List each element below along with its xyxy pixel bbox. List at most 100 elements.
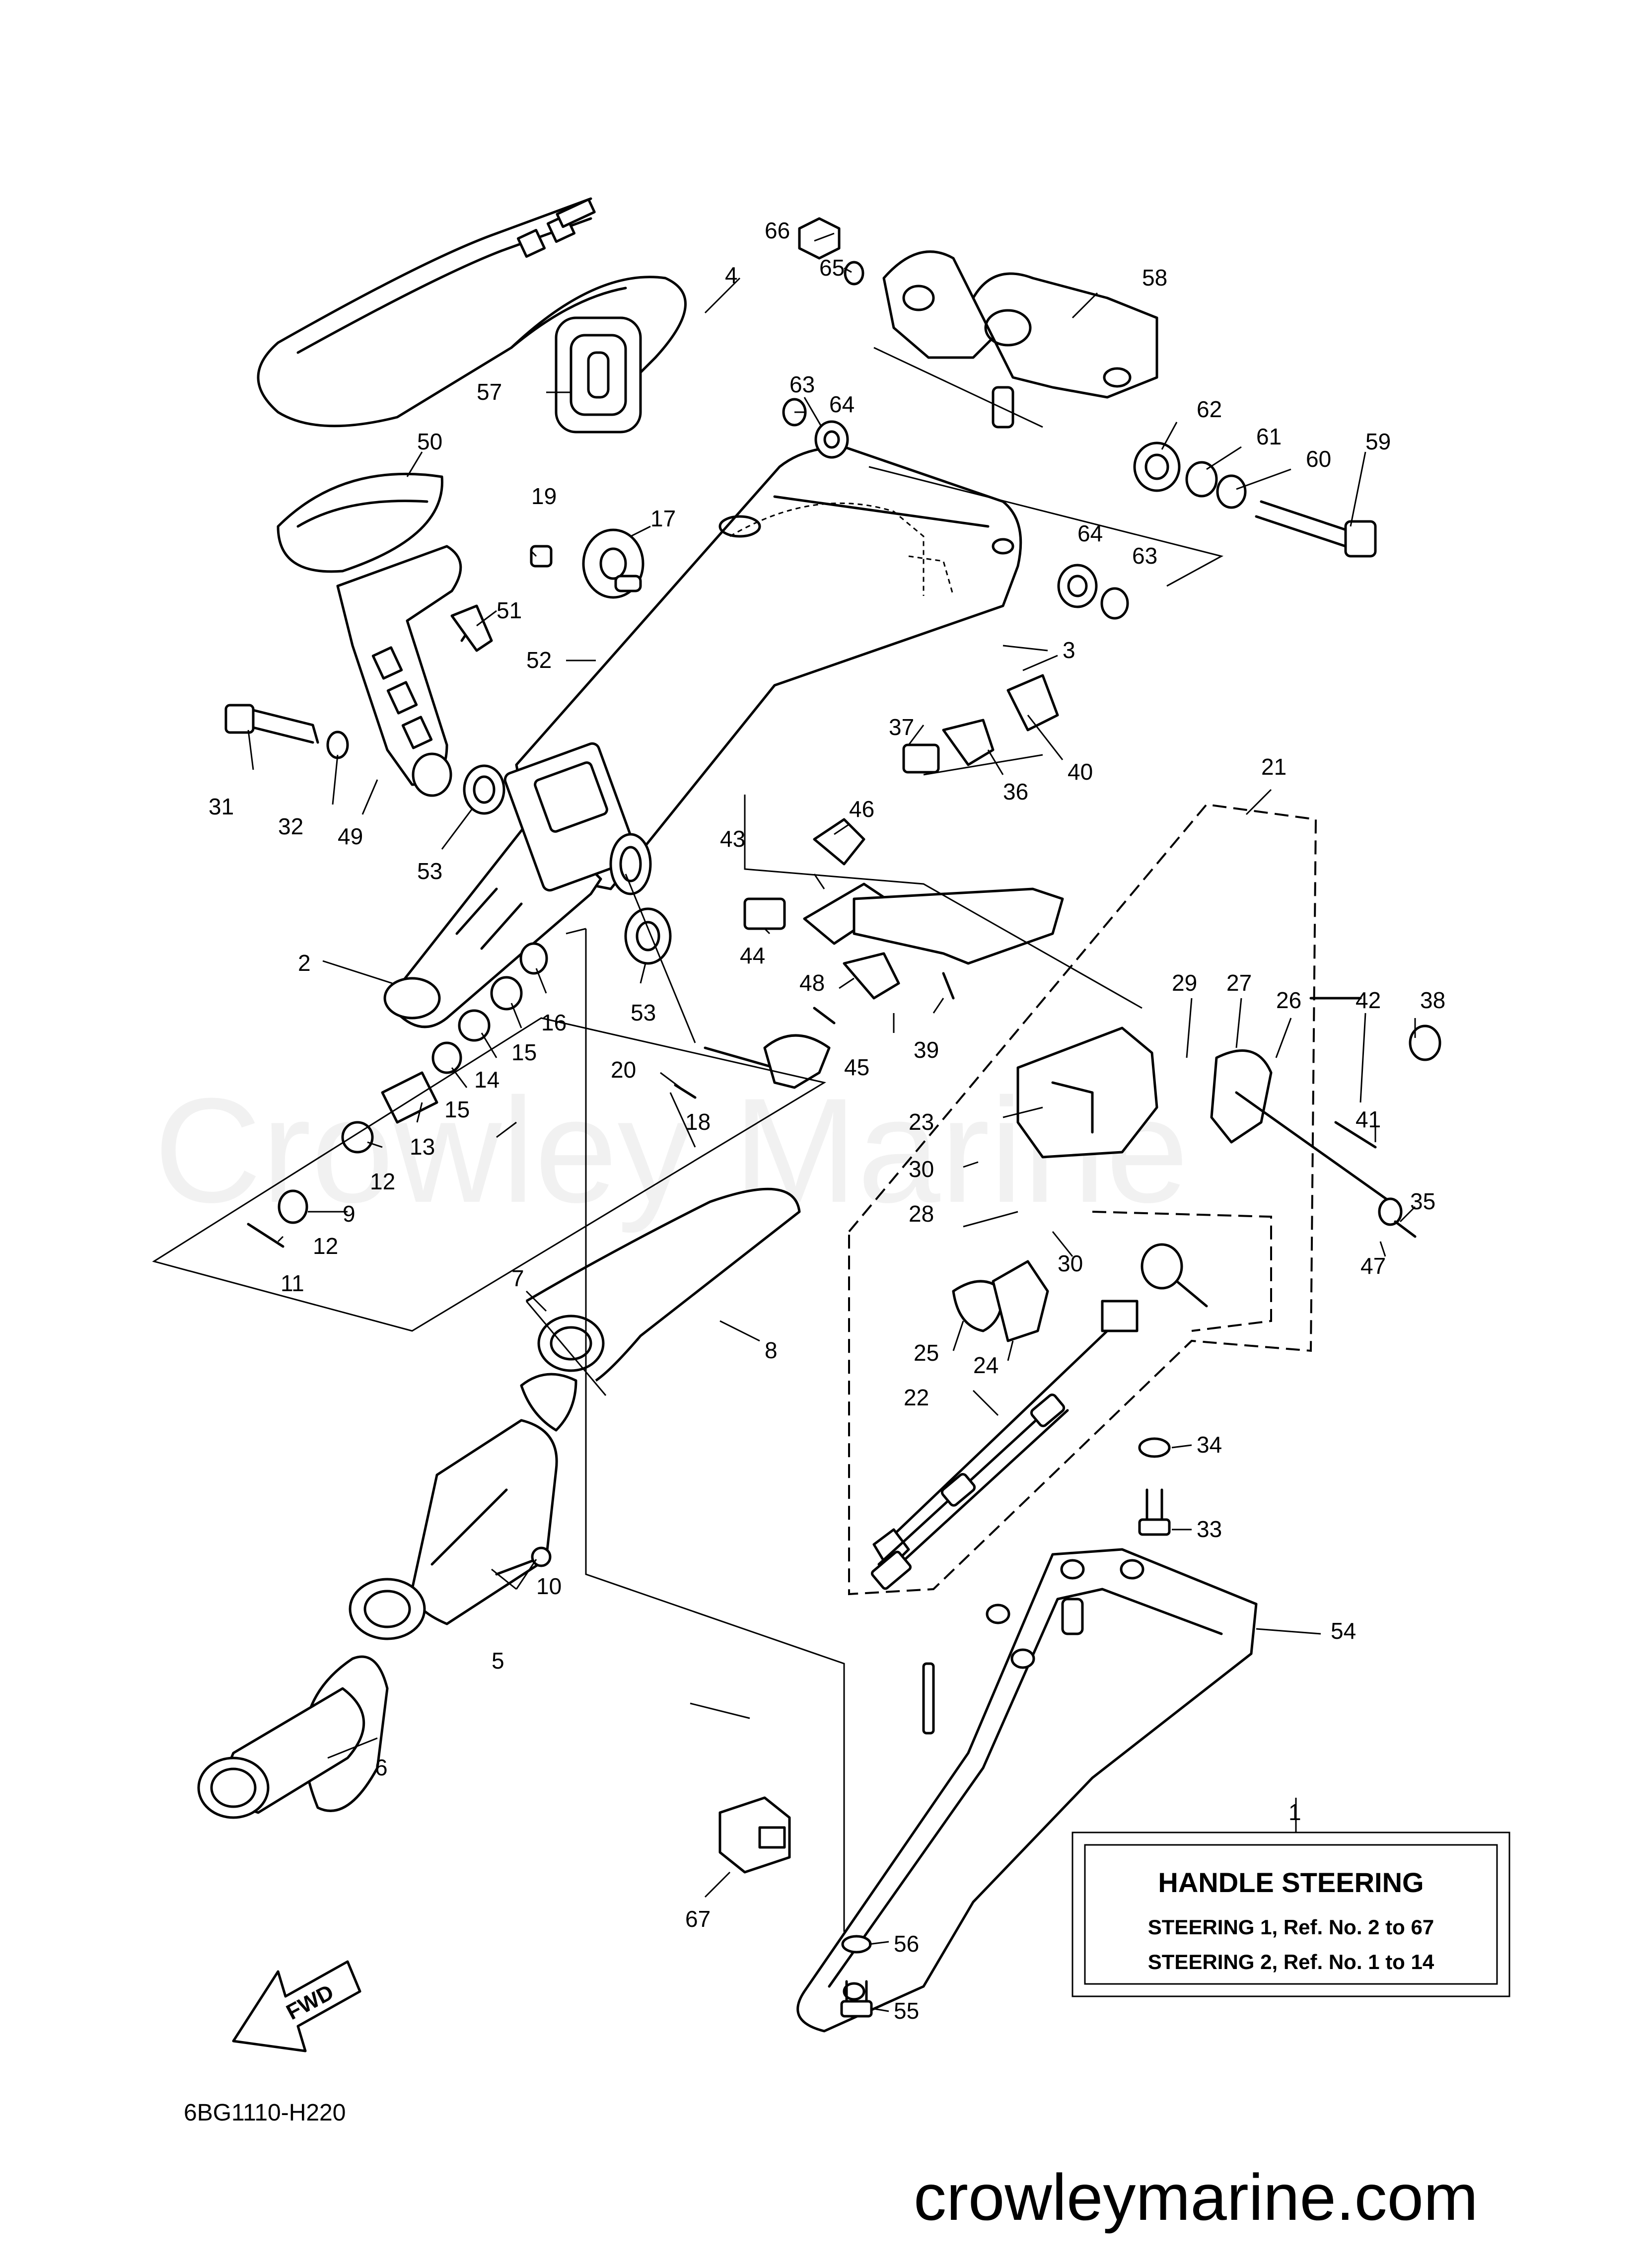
callout-20: 20 [611, 1057, 636, 1083]
steering-cables [257, 197, 687, 428]
site-footer-text[interactable]: crowleymarine.com [914, 2161, 1478, 2234]
callout-31: 31 [209, 794, 234, 819]
cable-grommet [555, 316, 642, 434]
callout-44: 44 [740, 943, 765, 968]
screws-55-56 [840, 1935, 873, 2018]
callout-16: 16 [541, 1010, 567, 1035]
callout-55: 55 [894, 1998, 919, 2024]
callout-27: 27 [1226, 970, 1252, 996]
tiller-handle-body [515, 445, 1022, 890]
shift-rod-22 [871, 1393, 1069, 1590]
callout-29: 29 [1172, 970, 1197, 996]
callout-46: 46 [849, 796, 874, 822]
callout-10: 10 [536, 1573, 562, 1599]
callout-21: 21 [1261, 754, 1286, 780]
callout-60: 60 [1306, 446, 1331, 472]
callout-40: 40 [1068, 759, 1093, 785]
diagram-code: 6BG1110-H220 [184, 2100, 346, 2126]
callout-63: 63 [789, 371, 815, 397]
callout-11: 11 [281, 1270, 304, 1296]
callout-59: 59 [1365, 429, 1391, 454]
callout-6: 6 [375, 1755, 388, 1780]
washers-59-66 [782, 217, 1377, 620]
callout-56: 56 [894, 1931, 919, 1957]
callout-18: 18 [685, 1109, 711, 1135]
callout-37: 37 [889, 714, 914, 740]
bolt-31 [224, 704, 349, 759]
callout-19: 19 [531, 483, 557, 509]
callout-numbers: 66 65 4 58 57 63 64 62 61 60 59 50 19 17… [209, 218, 1445, 2024]
steering-info-box: 1 HANDLE STEERING STEERING 1, Ref. No. 2… [1071, 1799, 1510, 1997]
bolts-33-34 [1138, 1437, 1171, 1536]
callout-34: 34 [1197, 1432, 1222, 1458]
mid-bracket-parts [743, 674, 1064, 1024]
callout-9: 9 [343, 1201, 356, 1227]
callout-12b: 12 [313, 1233, 338, 1259]
callout-43: 43 [720, 826, 745, 852]
callout-39: 39 [914, 1037, 939, 1063]
callout-33: 33 [1197, 1516, 1222, 1542]
friction-knob-18 [674, 1034, 831, 1099]
callout-35: 35 [1410, 1188, 1435, 1214]
small-parts-9-16 [247, 942, 548, 1248]
callout-25: 25 [914, 1340, 939, 1366]
handle-grip-top [277, 472, 462, 797]
callout-42: 42 [1356, 987, 1381, 1013]
callout-57: 57 [477, 379, 502, 405]
switch-17 [450, 528, 644, 652]
callout-53b: 53 [631, 1000, 656, 1025]
bracket-58 [882, 250, 1158, 429]
callout-17: 17 [650, 506, 676, 531]
callout-30b: 30 [1058, 1250, 1083, 1276]
shift-mechanism [872, 997, 1441, 1571]
callout-8: 8 [765, 1337, 778, 1363]
leader-lines [247, 232, 1416, 2012]
friction-assembly [503, 742, 652, 895]
callout-53: 53 [417, 858, 442, 884]
callout-54: 54 [1331, 1618, 1356, 1644]
bottom-cover-54 [796, 1548, 1258, 2033]
callout-64b: 64 [1077, 520, 1103, 546]
callout-12: 12 [370, 1169, 395, 1194]
callout-63b: 63 [1132, 543, 1157, 569]
callout-62: 62 [1197, 396, 1222, 422]
callout-5: 5 [492, 1648, 504, 1674]
assembly-lines [152, 347, 1317, 1932]
info-box-line-1: STEERING 1, Ref. No. 2 to 67 [1148, 1915, 1434, 1939]
callout-65: 65 [819, 255, 845, 281]
callout-26: 26 [1276, 987, 1301, 1013]
callout-32: 32 [278, 813, 303, 839]
callout-45: 45 [844, 1054, 869, 1080]
callout-66: 66 [765, 218, 790, 243]
throttle-grip-parts [197, 1187, 801, 1819]
bushings-53 [463, 764, 672, 965]
callout-52: 52 [526, 647, 552, 673]
callout-30: 30 [909, 1156, 934, 1182]
callout-1: 1 [1288, 1799, 1301, 1825]
callout-2: 2 [298, 950, 311, 976]
callout-14: 14 [474, 1067, 500, 1093]
callout-50: 50 [417, 429, 442, 454]
callout-22: 22 [904, 1385, 929, 1410]
callout-48: 48 [799, 970, 825, 996]
callout-47: 47 [1360, 1253, 1386, 1279]
callout-38: 38 [1420, 987, 1445, 1013]
callout-28: 28 [909, 1201, 934, 1227]
callout-15b: 15 [444, 1097, 470, 1122]
callout-67: 67 [685, 1906, 711, 1932]
callout-7: 7 [511, 1265, 524, 1291]
callout-24: 24 [973, 1352, 999, 1378]
callout-3: 3 [1063, 637, 1075, 663]
callout-61: 61 [1256, 424, 1282, 449]
connector-67 [718, 1796, 791, 1874]
callout-49: 49 [338, 823, 363, 849]
callout-4: 4 [725, 262, 738, 288]
info-box-line-2: STEERING 2, Ref. No. 1 to 14 [1148, 1950, 1434, 1974]
callout-23: 23 [909, 1109, 934, 1135]
callout-58: 58 [1142, 265, 1167, 291]
info-box-title: HANDLE STEERING [1158, 1867, 1424, 1898]
callout-51: 51 [497, 597, 522, 623]
callout-64: 64 [829, 391, 855, 417]
callout-36: 36 [1003, 779, 1028, 805]
